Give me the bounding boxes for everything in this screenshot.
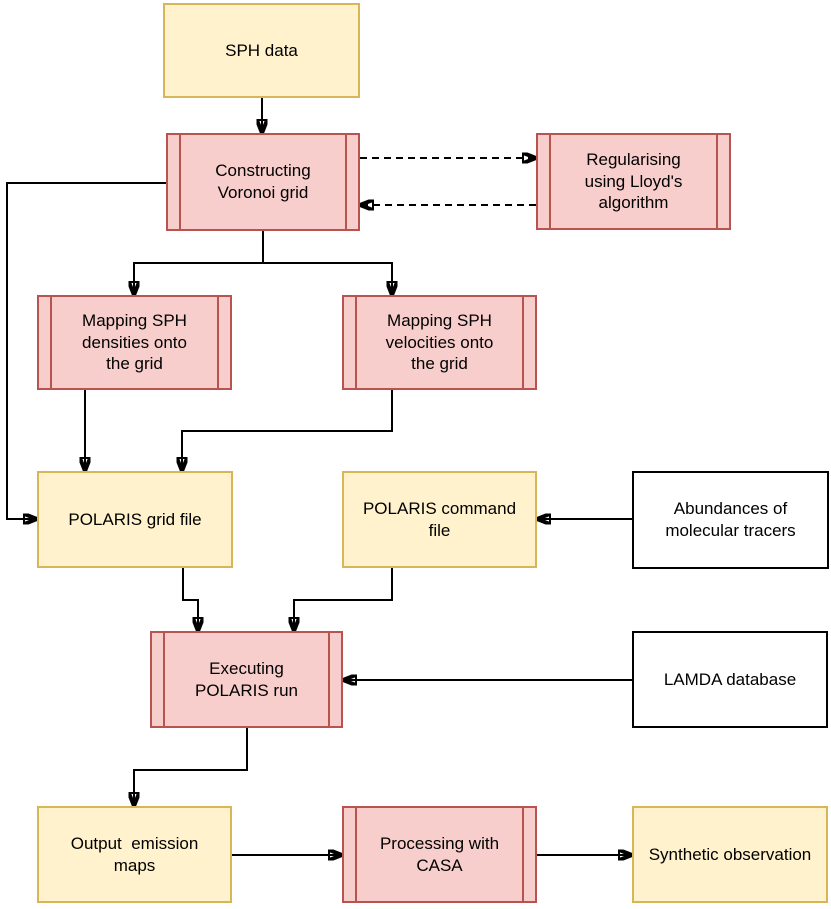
edge-velocities-to-grid-file [182,390,393,469]
node-polaris-command-file: POLARIS command file [342,471,537,568]
node-polaris-grid-file: POLARIS grid file [37,471,233,568]
node-lamda-database: LAMDA database [632,631,828,728]
node-mapping-sph-velocities-label: Mapping SPH velocities onto the grid [385,310,494,374]
node-output-emission-maps: Output emission maps [37,806,232,903]
edge-executing-to-output-maps [134,728,248,804]
node-constructing-voronoi-grid: Constructing Voronoi grid [166,133,360,231]
node-abundances: Abundances of molecular tracers [632,471,829,569]
edge-voronoi-to-densities [134,262,263,293]
edge-voronoi-to-velocities [263,262,392,293]
node-processing-with-casa: Processing with CASA [342,806,537,903]
node-sph-data: SPH data [163,3,360,98]
node-regularising-lloyd-label: Regularising using Lloyd's algorithm [584,149,683,213]
node-mapping-sph-velocities: Mapping SPH velocities onto the grid [342,295,537,390]
node-mapping-sph-densities-label: Mapping SPH densities onto the grid [82,310,187,374]
node-lamda-database-label: LAMDA database [663,669,797,689]
node-polaris-command-file-label: POLARIS command file [362,498,517,540]
node-synthetic-observation-label: Synthetic observation [648,844,812,864]
edge-command-file-to-executing [294,568,393,629]
node-executing-polaris-run: Executing POLARIS run [150,631,343,728]
edge-grid-file-to-executing [182,568,198,629]
node-processing-with-casa-label: Processing with CASA [379,833,500,875]
node-constructing-voronoi-grid-label: Constructing Voronoi grid [215,161,311,202]
node-polaris-grid-file-label: POLARIS grid file [68,509,202,529]
node-executing-polaris-run-label: Executing POLARIS run [195,658,298,700]
node-synthetic-observation: Synthetic observation [632,806,828,903]
node-regularising-lloyd: Regularising using Lloyd's algorithm [536,133,731,230]
node-sph-data-label: SPH data [225,40,298,60]
node-output-emission-maps-label: Output emission maps [70,833,199,875]
node-abundances-label: Abundances of molecular tracers [665,499,796,540]
node-mapping-sph-densities: Mapping SPH densities onto the grid [37,295,232,390]
